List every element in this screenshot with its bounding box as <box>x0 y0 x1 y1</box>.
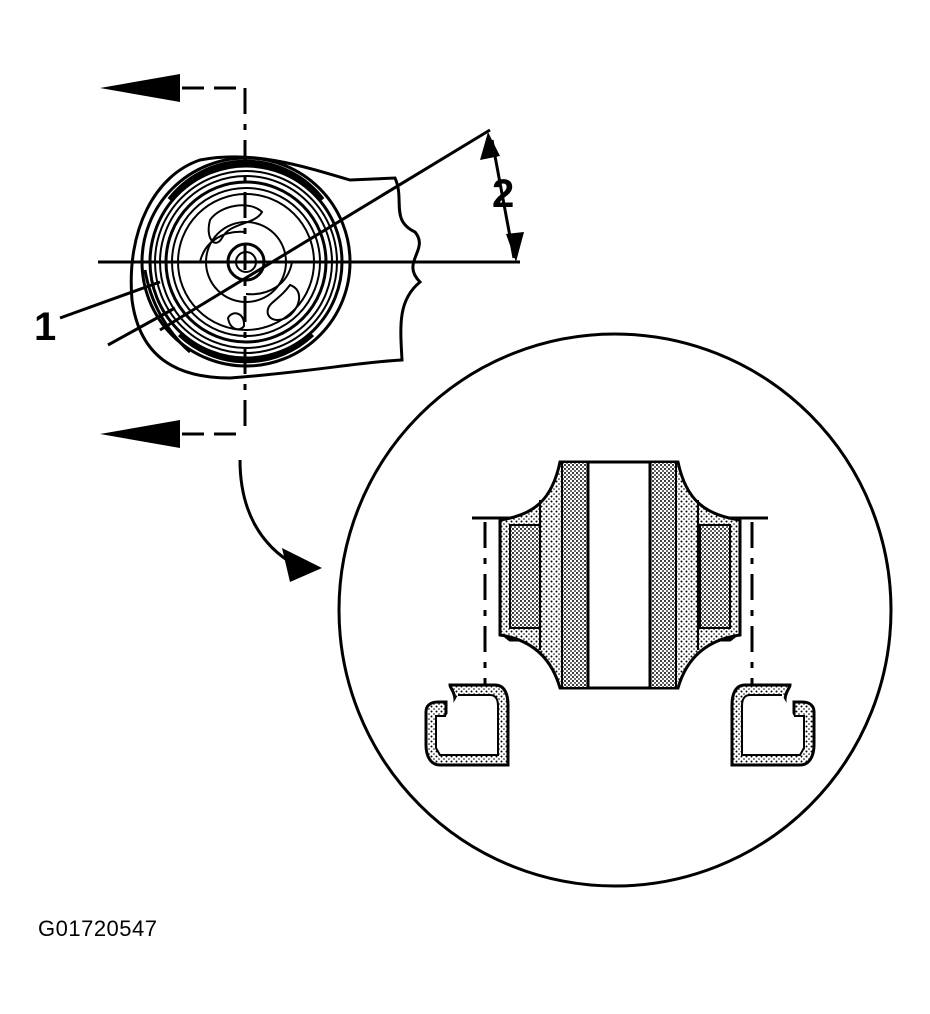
bushing-bore <box>586 460 652 690</box>
detail-pointer-arrow <box>238 459 322 582</box>
section-arrow-bottom <box>100 420 180 448</box>
figure-id: G01720547 <box>38 916 158 941</box>
detail-view-cross-section <box>337 332 893 888</box>
section-arrow-top <box>100 74 180 102</box>
section-cut-line <box>100 74 247 448</box>
callout-2: 2 <box>492 172 514 216</box>
dimension-arrow <box>480 132 524 262</box>
control-arm-outline <box>129 155 423 380</box>
inner-sleeve-left <box>561 461 589 689</box>
retaining-clip-left <box>424 683 510 767</box>
angle-reference-line <box>159 128 491 332</box>
callout-1: 1 <box>34 305 56 349</box>
top-view-bushing <box>129 155 423 380</box>
inner-sleeve-right <box>649 461 677 689</box>
callout-1-leader <box>59 280 161 320</box>
retaining-clip-right <box>730 683 816 767</box>
detail-circle <box>337 332 893 888</box>
